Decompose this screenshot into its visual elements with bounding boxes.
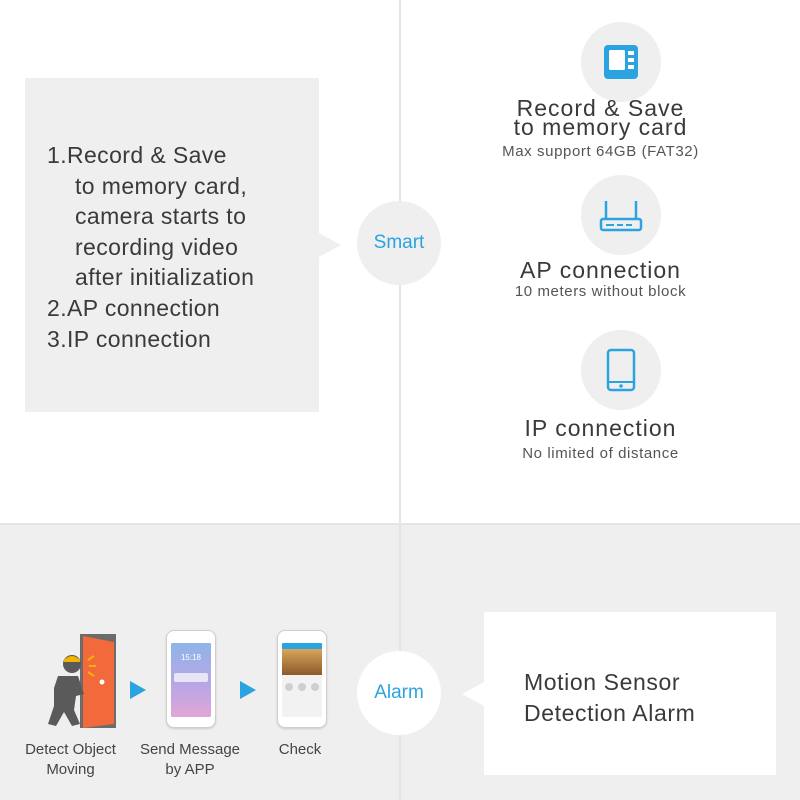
- app-header: [282, 643, 322, 649]
- feature-memory-card: Record & Save to memory card Max support…: [401, 0, 800, 170]
- feature-subtitle: Max support 64GB (FAT32): [502, 143, 699, 160]
- step-label-line: Check: [278, 741, 322, 758]
- memory-card-icon: [581, 22, 661, 102]
- phone-icon: [581, 330, 661, 410]
- app-control-icon: [298, 683, 306, 691]
- list-item: recording video: [75, 233, 239, 260]
- notification-card: [174, 673, 208, 682]
- arrow-right-icon: [130, 681, 146, 699]
- step-label-line: Moving: [46, 761, 95, 778]
- step-label-line: Send Message: [139, 741, 241, 758]
- phone-screen: 15:18: [171, 643, 211, 717]
- step-detect-label: Detect Object Moving: [8, 740, 133, 780]
- feature-title: to memory card: [513, 114, 688, 140]
- feature-subtitle: No limited of distance: [522, 445, 679, 462]
- step-send-label: Send Message by APP: [132, 740, 248, 780]
- list-item: 2.AP connection: [47, 294, 221, 321]
- callout-tail: [319, 233, 341, 257]
- feature-title: Record & Save: [516, 95, 685, 121]
- vertical-divider: [399, 0, 401, 800]
- alarm-text-line: Motion Sensor: [524, 669, 681, 695]
- step-label-line: by APP: [165, 761, 215, 778]
- smart-feature-list: 1.Record & Save to memory card, camera s…: [47, 140, 254, 354]
- smart-badge: Smart: [357, 201, 441, 285]
- alarm-description: Motion Sensor Detection Alarm: [524, 667, 695, 729]
- horizontal-divider: [0, 523, 800, 525]
- screen-time: 15:18: [180, 653, 202, 662]
- step-label-line: Detect Object: [25, 741, 116, 758]
- app-control-icon: [285, 683, 293, 691]
- feature-subtitle: 10 meters without block: [514, 283, 687, 300]
- feature-ip-connection: IP connection No limited of distance: [401, 330, 800, 480]
- list-item: after initialization: [75, 264, 255, 291]
- router-icon: [581, 175, 661, 255]
- smart-callout: 1.Record & Save to memory card, camera s…: [25, 78, 341, 412]
- camera-feed: [282, 649, 322, 675]
- app-control-icon: [311, 683, 319, 691]
- alarm-badge: Alarm: [357, 651, 441, 735]
- phone-notification-icon: 15:18: [166, 630, 216, 728]
- list-item: camera starts to: [75, 203, 247, 230]
- alarm-text-line: Detection Alarm: [524, 700, 696, 726]
- phone-camera-view-icon: [277, 630, 327, 728]
- list-item: 3.IP connection: [47, 325, 212, 352]
- callout-tail: [462, 682, 484, 706]
- alarm-callout: Motion Sensor Detection Alarm: [462, 612, 776, 775]
- arrow-right-icon: [240, 681, 256, 699]
- feature-title: IP connection: [524, 415, 677, 441]
- feature-title: AP connection: [520, 257, 681, 283]
- intruder-door-icon: [28, 632, 120, 730]
- phone-screen: [282, 643, 322, 717]
- feature-ap-connection: AP connection 10 meters without block: [401, 170, 800, 330]
- list-item: 1.Record & Save: [47, 142, 227, 168]
- list-item: to memory card,: [75, 172, 248, 199]
- step-check-label: Check: [262, 740, 338, 760]
